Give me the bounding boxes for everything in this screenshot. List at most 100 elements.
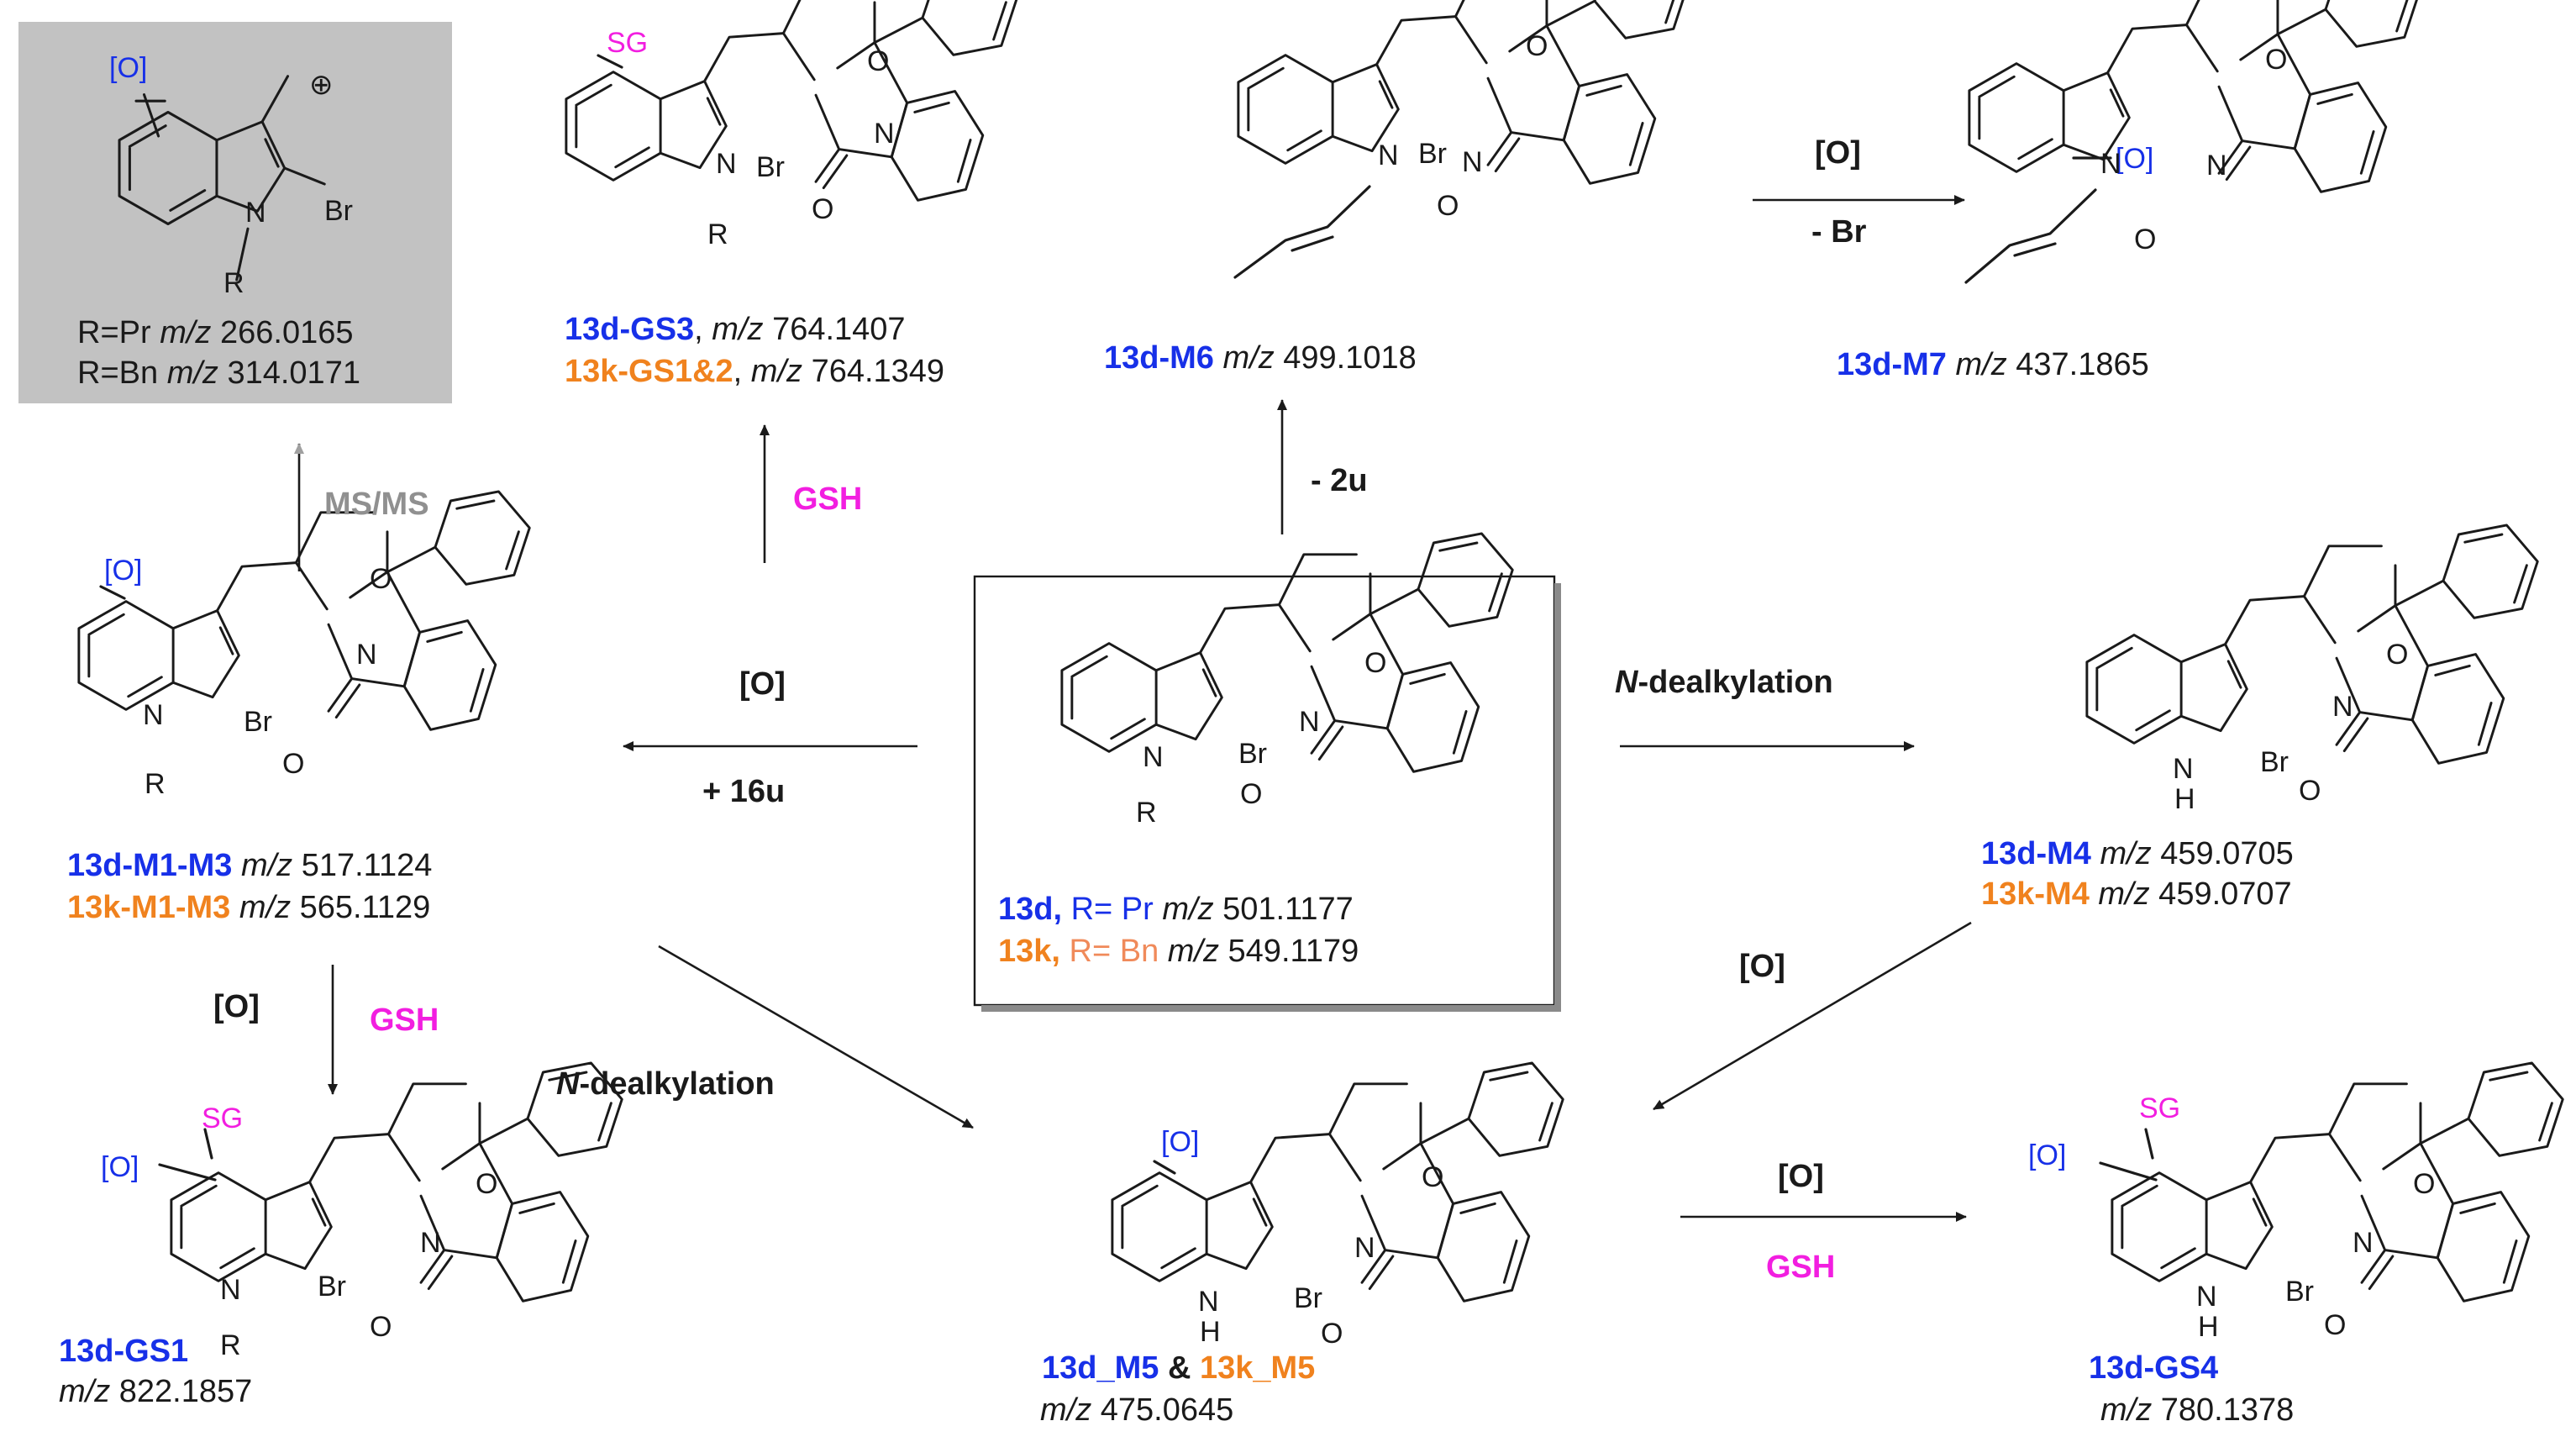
bromine-atom: Br: [318, 1271, 346, 1303]
label-13k-gs1-2: 13k-GS1&2, m/z 764.1349: [565, 354, 944, 389]
fragment-structure: [118, 75, 326, 282]
carbonyl-oxygen: O: [2299, 775, 2321, 807]
nitrogen-atom: N: [143, 699, 164, 731]
label-13k-m4: 13k-M4 m/z 459.0707: [1981, 876, 2292, 912]
compound-13d-m7: [O] N N O O 13d-M7 m/z 437.1865: [1837, 0, 2421, 382]
nitrogen-atom: N: [220, 1274, 241, 1306]
compound-13d-gs4: [O] SG N H Br N O O 13d-GS4 m/z 780.1378: [2028, 1061, 2564, 1428]
label-13d-parent: 13d, R= Pr m/z 501.1177: [998, 892, 1354, 927]
nitrogen-atom: N: [1354, 1232, 1375, 1264]
carbonyl-oxygen: O: [1437, 190, 1459, 222]
parent-compound-box: N Br R N O O 13d, R= Pr m/z 501.1177 13k…: [973, 532, 1561, 1012]
bromine-atom: Br: [1294, 1282, 1322, 1314]
oxygen-atom: O: [867, 45, 889, 77]
glutathione-sg-label: SG: [2139, 1092, 2180, 1124]
compound-13d-m4: N H Br N O O 13d-M4 m/z 459.0705 13k-M4 …: [1981, 524, 2539, 912]
msms-label: MS/MS: [324, 487, 429, 522]
bromine-atom: Br: [2260, 746, 2289, 778]
label-13d-m6: 13d-M6 m/z 499.1018: [1104, 340, 1417, 376]
oxygen-atom: O: [2386, 639, 2408, 671]
mass-13d-gs4: m/z 780.1378: [2100, 1392, 2294, 1428]
nh-nitrogen-atom: N: [2173, 753, 2194, 785]
carbonyl-oxygen: O: [2134, 224, 2156, 255]
nh-hydrogen-atom: H: [2174, 783, 2195, 815]
oxidation-site-label: [O]: [109, 52, 147, 84]
nitrogen-atom: N: [1462, 146, 1483, 178]
oxygen-atom: O: [2265, 44, 2287, 76]
n-dealkylation-diagonal-arrow: [658, 945, 974, 1129]
r-group: R: [223, 267, 244, 299]
nitrogen-atom: N: [2100, 148, 2121, 180]
glutathione-sg-label: SG: [607, 27, 648, 59]
compound-13d-gs1: [O] SG N Br R N O O 13d-GS1 m/z 822.1857: [59, 1061, 623, 1409]
compound-13d-m6: N Br N O O 13d-M6 m/z 499.1018: [1104, 0, 1690, 376]
label-13d-gs3: 13d-GS3, m/z 764.1407: [565, 312, 906, 347]
plus-16u-label: + 16u: [702, 774, 785, 809]
oxygen-atom: O: [1422, 1161, 1443, 1193]
oxidation-site-label: [O]: [2116, 143, 2153, 175]
cation-charge-symbol: ⊕: [309, 69, 334, 101]
bromine-atom: Br: [1418, 138, 1447, 170]
compound-13d-m1-m3: [O] N Br R N O O 13d-M1-M3 m/z 517.1124 …: [67, 490, 531, 925]
oxidation-site-label: [O]: [104, 555, 142, 587]
oxygen-atom: O: [370, 563, 392, 595]
nitrogen-atom: N: [1378, 139, 1399, 171]
fragment-panel-background: [18, 22, 452, 403]
bromine-atom: Br: [244, 706, 272, 738]
r-group: R: [707, 218, 728, 250]
carbonyl-oxygen: O: [282, 748, 304, 780]
label-13d-gs1: 13d-GS1: [59, 1334, 188, 1369]
m4-to-m5-arrow: [1653, 921, 1972, 1111]
nitrogen-atom: N: [874, 118, 895, 150]
nitrogen-atom: N: [2332, 691, 2353, 723]
label-13d-gs4: 13d-GS4: [2089, 1350, 2218, 1386]
carbonyl-oxygen: O: [2324, 1309, 2346, 1341]
gs4-oxidation-label: [O]: [1778, 1159, 1824, 1194]
r-group: R: [1136, 797, 1157, 829]
oxidation-left-label: [O]: [739, 666, 786, 702]
nh-nitrogen-atom: N: [2196, 1281, 2217, 1313]
oxygen-atom: O: [1364, 647, 1386, 679]
nh-hydrogen-atom: H: [1200, 1316, 1221, 1348]
oxygen-atom: O: [476, 1168, 497, 1200]
m7-oxidation-label: [O]: [1815, 135, 1861, 171]
label-13d-m1-m3: 13d-M1-M3 m/z 517.1124: [67, 848, 432, 883]
fragment-ion-panel: [O] ⊕ Br N R R=Pr m/z 266.0165 R=Bn m/z …: [18, 22, 452, 403]
r-group: R: [220, 1329, 241, 1361]
gsh-up-label: GSH: [793, 482, 862, 517]
bromine-atom: Br: [2285, 1276, 2314, 1308]
nitrogen-atom: N: [1143, 741, 1164, 773]
fragment-bn-mass: R=Bn m/z 314.0171: [77, 355, 360, 391]
nitrogen-atom: N: [245, 197, 266, 229]
oxygen-atom: O: [1526, 30, 1548, 62]
bromine-atom: Br: [324, 195, 353, 227]
oxidation-site-label: [O]: [2028, 1139, 2066, 1171]
oxidation-site-label: [O]: [101, 1151, 139, 1183]
nitrogen-atom: N: [1299, 706, 1320, 738]
compound-m5: [O] N H Br N O O 13d_M5 & 13k_M5 m/z 475…: [1040, 1061, 1564, 1428]
label-m5: 13d_M5 & 13k_M5: [1042, 1350, 1315, 1386]
n-dealkylation-diagonal-label: N-dealkylation: [556, 1066, 775, 1102]
glutathione-sg-label: SG: [202, 1103, 243, 1134]
bromine-atom: Br: [1238, 738, 1267, 770]
gsh-down-label: GSH: [370, 1003, 439, 1038]
parent-box-shadow: [1554, 583, 1561, 1012]
oxygen-atom: O: [2413, 1168, 2435, 1200]
mass-m5: m/z 475.0645: [1040, 1392, 1233, 1428]
compound-13d-gs3: SG N Br R N O O 13d-GS3, m/z 764.1407 13…: [565, 0, 1018, 389]
n-dealkylation-right-label: N-dealkylation: [1615, 665, 1833, 700]
label-13k-parent: 13k, R= Bn m/z 549.1179: [998, 934, 1359, 969]
minus-br-label: - Br: [1811, 214, 1867, 250]
nh-nitrogen-atom: N: [1198, 1286, 1219, 1318]
r-group: R: [145, 768, 166, 800]
minus-2u-label: - 2u: [1311, 463, 1368, 498]
oxidation-down-label: [O]: [213, 989, 260, 1024]
nh-hydrogen-atom: H: [2198, 1311, 2219, 1343]
bromine-atom: Br: [756, 151, 785, 183]
gs4-gsh-label: GSH: [1766, 1250, 1835, 1285]
nitrogen-atom: N: [2206, 150, 2227, 182]
carbonyl-oxygen: O: [370, 1311, 392, 1343]
label-13d-m7: 13d-M7 m/z 437.1865: [1837, 347, 2149, 382]
reaction-arrows: MS/MS GSH - 2u [O] - Br [O] + 16u N-deal…: [213, 135, 1972, 1285]
